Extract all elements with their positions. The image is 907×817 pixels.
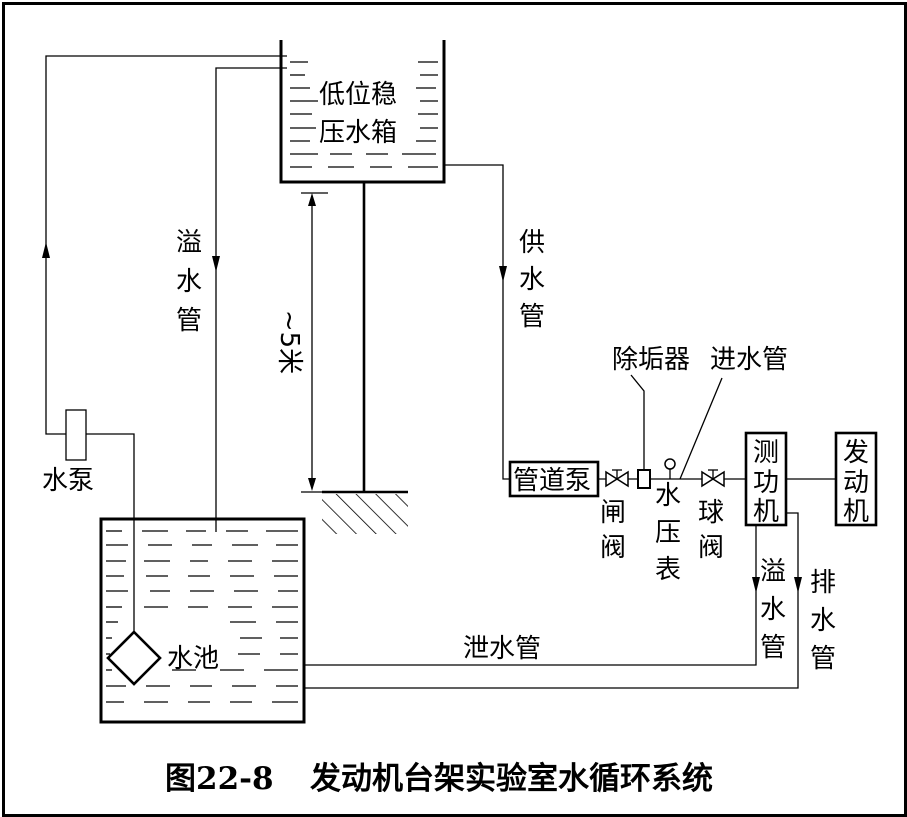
pipeline-pump-label: 管道泵 <box>513 466 591 496</box>
tank-label-line1: 低位稳 <box>319 80 397 110</box>
overflow-pipe-right-char3: 管 <box>760 633 786 663</box>
ball-valve-char1: 球 <box>698 498 724 528</box>
pressure-gauge-char1: 水 <box>655 481 681 511</box>
strainer-diamond <box>106 630 162 686</box>
height-label: ~5米 <box>274 310 304 374</box>
overflow-pipe-left-char2: 水 <box>176 267 202 297</box>
supply-pipe-char1: 供 <box>519 228 545 258</box>
overflow-pipe-left: 溢 水 管 <box>176 67 287 532</box>
pool-label: 水池 <box>167 644 219 674</box>
pressure-tank: 低位稳 压水箱 <box>279 40 446 184</box>
dynamometer-char1: 测 <box>753 438 779 468</box>
overflow-pipe-left-char3: 管 <box>176 306 202 336</box>
overflow-pipe-left-char1: 溢 <box>176 228 202 258</box>
inlet-pipe-label: 进水管 <box>710 345 788 375</box>
drain-pipe-char1: 排 <box>810 568 836 598</box>
tank-support <box>322 182 408 534</box>
water-pump <box>65 409 87 461</box>
height-dimension: ~5米 <box>274 192 328 493</box>
gate-valve <box>605 469 629 488</box>
tank-label-line2: 压水箱 <box>319 118 397 148</box>
engine-char2: 动 <box>843 468 869 498</box>
pump-label: 水泵 <box>42 466 94 496</box>
descaler-label: 除垢器 <box>612 345 690 375</box>
return-pipes: 溢 水 管 泄水管 排 水 管 <box>304 512 836 689</box>
overflow-pipe-right-char1: 溢 <box>760 557 786 587</box>
engine-char3: 机 <box>843 497 869 527</box>
supply-pipe: 供 水 管 <box>444 164 545 480</box>
supply-pipe-char2: 水 <box>519 265 545 295</box>
pressure-gauge-icon <box>664 458 676 470</box>
ball-valve-char2: 阀 <box>698 533 724 563</box>
engine-box <box>834 431 878 527</box>
ground-hatch <box>322 494 408 534</box>
figure-caption: 图22-8 发动机台架实验室水循环系统 <box>165 761 713 797</box>
ball-valve <box>701 469 725 488</box>
pump-loop: 水泵 <box>42 55 287 640</box>
water-pool: 水池 <box>99 517 306 724</box>
drain-pipe-char3: 管 <box>810 644 836 674</box>
pressure-gauge-char3: 表 <box>655 555 681 585</box>
supply-pipe-char3: 管 <box>519 302 545 332</box>
figure-title: 发动机台架实验室水循环系统 <box>309 761 713 797</box>
gate-valve-char2: 阀 <box>600 533 626 563</box>
main-line: 管道泵 闸 阀 除垢器 水 压 表 进水管 球 阀 <box>508 345 878 585</box>
dynamometer-char2: 功 <box>753 468 779 498</box>
dynamometer-char3: 机 <box>753 497 779 527</box>
overflow-pipe-right-char2: 水 <box>760 595 786 625</box>
drain-pipe-char2: 水 <box>810 606 836 636</box>
discharge-pipe-label: 泄水管 <box>463 634 541 664</box>
descaler <box>637 469 651 489</box>
gate-valve-char1: 闸 <box>600 498 626 528</box>
figure-number: 图22-8 <box>165 761 274 797</box>
pressure-gauge-char2: 压 <box>655 518 681 548</box>
engine-char1: 发 <box>843 438 869 468</box>
